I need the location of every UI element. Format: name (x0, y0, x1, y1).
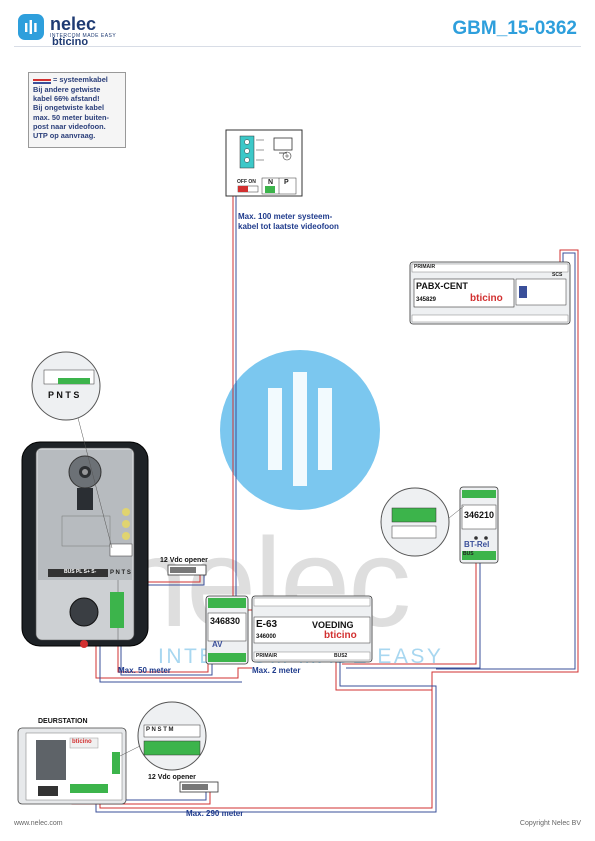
relay-label: BT-Rel (464, 540, 490, 549)
psu-primair-label: PRIMAIR (256, 653, 278, 659)
legend-line: UTP op aanvraag. (33, 131, 96, 141)
note-max2: Max. 2 meter (252, 666, 301, 675)
relay-bus-label: BUS (463, 551, 474, 557)
av-code: 346830 (210, 616, 241, 626)
legend-cable-swatch (33, 79, 51, 84)
speaker-icon (69, 597, 99, 627)
pabx-code: 345829 (416, 297, 437, 303)
monitor-p: P (284, 179, 289, 186)
footer-copyright: Copyright Nelec BV (519, 820, 581, 827)
pabx-scs-label: SCS (552, 272, 563, 278)
opener-label-1: 12 Vdc opener (160, 557, 208, 564)
legend-line: kabel 66% afstand! (33, 94, 100, 104)
zoom-pnts: P N T S (48, 390, 80, 400)
av-label: AV (212, 640, 223, 649)
document-id: GBM_15-0362 (452, 18, 577, 39)
monitor-n: N (268, 179, 274, 186)
psu-code: 346000 (256, 634, 277, 640)
nelec-logo-icon (18, 14, 44, 40)
logo-tagline: INTERCOM MADE EASY (50, 33, 117, 39)
door-station-panel (17, 727, 127, 805)
opener-label-2: 12 Vdc opener (148, 774, 196, 781)
note-max100-line2: kabel tot laatste videofoon (238, 222, 339, 231)
door-station-zoom-detail (119, 701, 207, 771)
av-module (205, 595, 249, 665)
legend-title: = systeemkabel (53, 75, 108, 84)
header-divider (14, 46, 581, 47)
outdoor-terminals: BUS PL S+ S- (64, 569, 97, 575)
logo-brand: bticino (52, 36, 89, 48)
relay-unit (459, 486, 499, 564)
door-station-label: DEURSTATION (38, 718, 88, 725)
monitor-offon: OFF ON (237, 179, 256, 185)
psu-brand: bticino (324, 630, 357, 641)
outdoor-pnts: P N T S (110, 570, 131, 576)
legend-line: max. 50 meter buiten- (33, 112, 109, 122)
legend-line: Bij ongetwiste kabel (33, 103, 105, 113)
door-opener-1 (167, 564, 207, 576)
pabx-brand: bticino (470, 293, 503, 304)
psu-voeding: VOEDING (312, 620, 354, 630)
psu-name: E-63 (256, 619, 278, 630)
logo-text: nelec (50, 14, 97, 34)
legend-box: = systeemkabel Bij andere getwiste kabel… (28, 72, 126, 148)
note-max290: Max. 290 meter (186, 809, 244, 818)
camera-icon (82, 469, 88, 475)
relay-zoom-detail (380, 487, 465, 557)
door-terminals: P N S T M (146, 727, 174, 733)
door-opener-2 (179, 781, 219, 793)
outdoor-video-panel (21, 441, 149, 648)
legend-line: post naar videofoon. (33, 121, 106, 131)
pabx-name: PABX-CENT (416, 281, 468, 291)
relay-code: 346210 (464, 510, 495, 520)
footer-website: www.nelec.com (14, 820, 63, 827)
monitor-icon (273, 137, 293, 161)
power-supply-unit (251, 595, 373, 663)
outdoor-zoom-detail (31, 351, 113, 549)
pabx-primair-label: PRIMAIR (414, 264, 436, 270)
psu-bus2-label: BUS2 (334, 653, 348, 659)
legend-line: Bij andere getwiste (33, 85, 101, 94)
note-max100-line1: Max. 100 meter systeem- (238, 212, 333, 221)
door-brand: bticino (72, 739, 92, 745)
note-max50: Max. 50 meter (118, 666, 171, 675)
pabx-central-unit (409, 261, 571, 325)
